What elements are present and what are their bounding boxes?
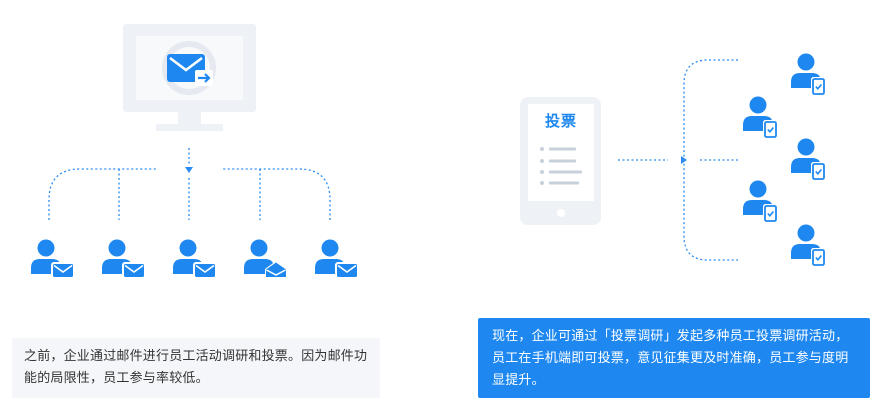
left-recipients [31,239,359,279]
user-mail-open-icon [244,239,288,279]
user-mail-icon [315,239,359,279]
right-recipients [743,53,827,268]
user-mail-icon [102,239,146,279]
left-connector-lines [48,148,331,220]
user-mail-icon [173,239,217,279]
user-phone-icon [743,180,779,224]
phone-list-icon [520,97,601,225]
down-arrow-icon [185,167,193,173]
user-phone-icon [743,96,779,140]
user-phone-icon [791,224,827,268]
user-phone-icon [791,138,827,182]
envelope-send-icon [167,54,213,86]
user-phone-icon [791,53,827,97]
right-connector-lines [618,59,738,261]
user-mail-icon [31,239,75,279]
caption-now: 现在，企业可通过「投票调研」发起多种员工投票调研活动，员工在手机端即可投票，意见… [478,318,870,398]
right-arrow-icon [681,156,687,164]
monitor-with-mail-icon [123,24,256,131]
phone-title: 投票 [544,112,577,130]
caption-before: 之前，企业通过邮件进行员工活动调研和投票。因为邮件功能的局限性，员工参与率较低。 [12,338,380,398]
